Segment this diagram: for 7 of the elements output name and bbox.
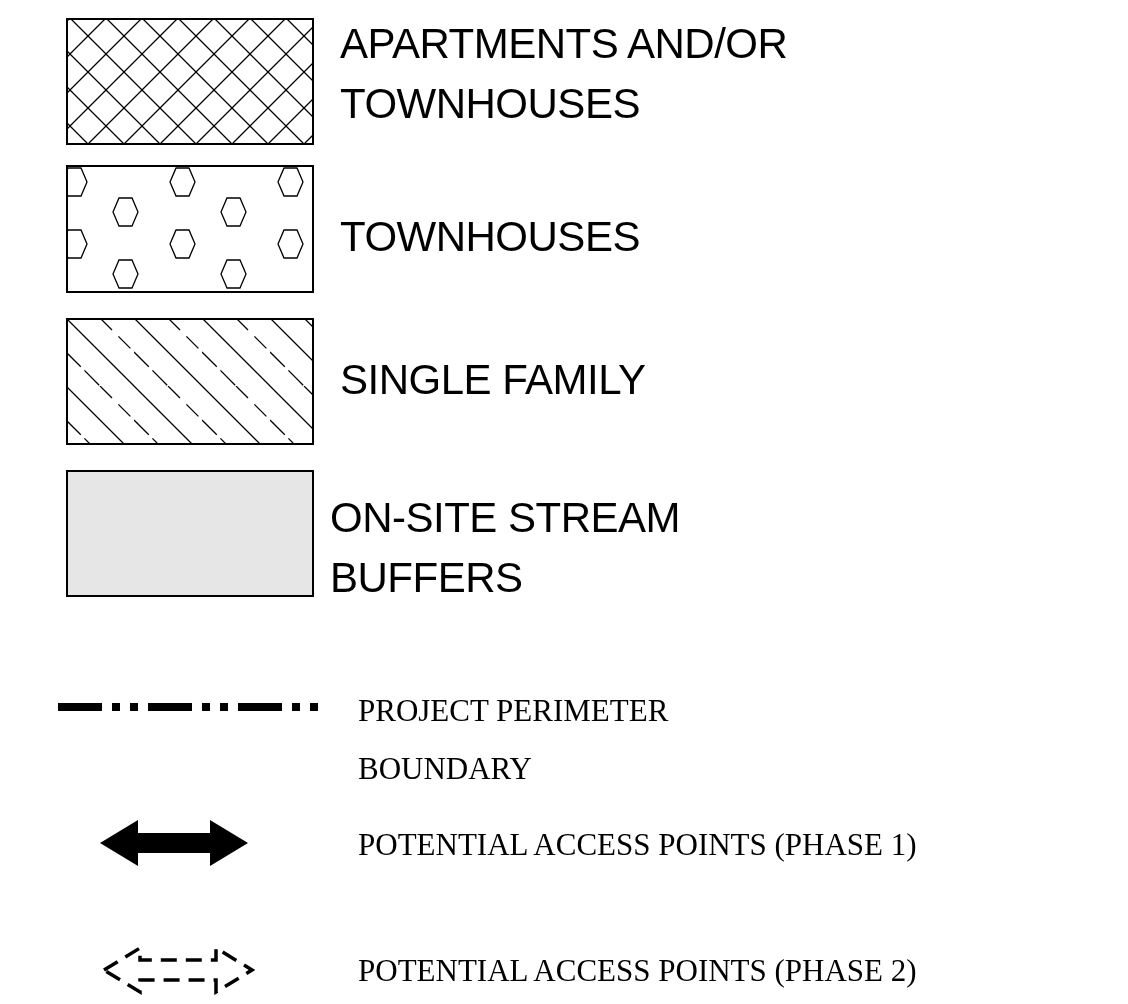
legend-label: PROJECT PERIMETER BOUNDARY	[358, 692, 670, 788]
legend-label: TOWNHOUSES	[340, 212, 641, 262]
legend-label: ON-SITE STREAM BUFFERS	[330, 493, 682, 603]
legend-label: APARTMENTS AND/OR TOWNHOUSES	[340, 19, 789, 129]
legend-label: POTENTIAL ACCESS POINTS (PHASE 2)	[358, 952, 918, 990]
legend-label: POTENTIAL ACCESS POINTS (PHASE 1)	[358, 826, 918, 864]
legend-label: SINGLE FAMILY	[340, 355, 647, 405]
